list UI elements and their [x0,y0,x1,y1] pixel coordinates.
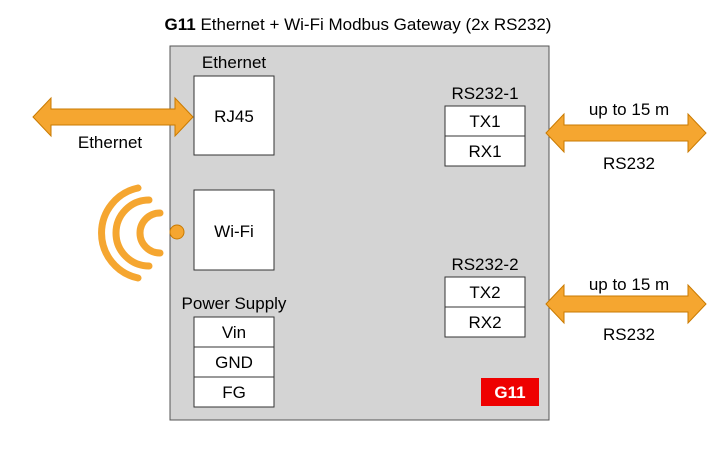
rs232-1-tx-pin [444,105,526,137]
g11-badge-label: G11 [494,383,525,402]
rs232-1-arrow [545,112,707,154]
rs232-1-tx-label: TX1 [469,112,500,131]
rs232-2-rx-label: RX2 [468,313,501,332]
power-pin-fg-label: FG [222,383,246,402]
ethernet-arrow [32,96,194,138]
title-bold: G11 [165,15,196,34]
rs232-1-bus-label: RS232 [603,154,655,173]
power-pin-gnd [193,346,275,378]
rs232-2-bus-label: RS232 [603,325,655,344]
power-pin-vin [193,316,275,348]
power-supply-label: Power Supply [182,294,287,313]
title-rest: Ethernet + Wi-Fi Modbus Gateway (2x RS23… [196,15,552,34]
wifi-signal-icon [98,184,185,282]
power-pin-gnd-label: GND [215,353,253,372]
ethernet-arrow-label: Ethernet [78,133,143,152]
power-pin-fg [193,376,275,408]
power-pin-vin-label: Vin [222,323,246,342]
rj45-label: RJ45 [214,107,254,126]
power-pins: Vin GND FG [193,316,275,408]
rs232-2-distance-label: up to 15 m [589,275,669,294]
rs232-1-distance-label: up to 15 m [589,100,669,119]
rs232-2-label: RS232-2 [451,255,518,274]
rs232-2-tx-label: TX2 [469,283,500,302]
rs232-2-rx-pin [444,306,526,338]
rs232-1-rx-label: RX1 [468,142,501,161]
ethernet-section-label: Ethernet [202,53,267,72]
rs232-2-arrow [545,283,707,325]
wifi-module [193,189,275,271]
rs232-1-label: RS232-1 [451,84,518,103]
wifi-label: Wi-Fi [214,222,254,241]
rs232-1-rx-pin [444,135,526,167]
g11-badge [481,378,539,406]
rj45-port [193,75,275,156]
diagram-title: G11 Ethernet + Wi-Fi Modbus Gateway (2x … [165,15,552,34]
